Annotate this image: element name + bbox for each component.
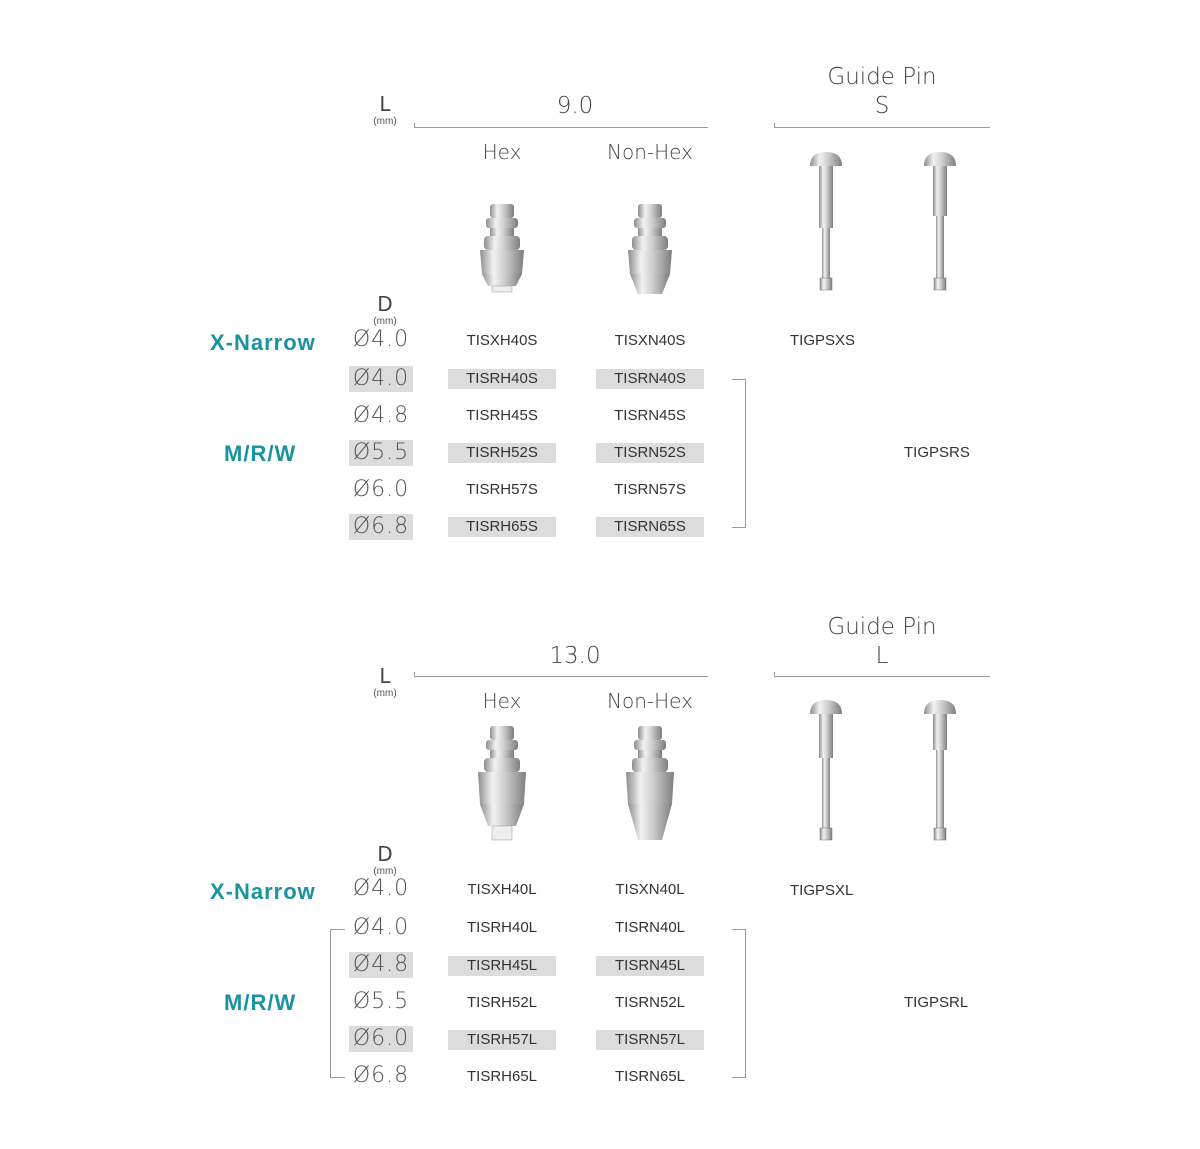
hex-code: TISRH52L (466, 994, 538, 1011)
nonhex-abutment-icon (626, 726, 674, 840)
category-x-narrow: X-Narrow (210, 330, 316, 355)
nonhex-code: TISRN57L (596, 1030, 704, 1050)
category-mrw: M/R/W (224, 441, 297, 466)
diameter-label: D (377, 292, 393, 316)
diameter-cell: Ø4.0 (349, 366, 413, 392)
rule-tick (774, 123, 775, 128)
nonhex-code: TISRN52L (614, 994, 686, 1011)
hex-code: TISRH65L (466, 1068, 538, 1085)
diameter-unit: (mm) (373, 866, 397, 877)
rule-tick (414, 672, 415, 677)
hex-code: TISRH40S (448, 369, 556, 389)
nonhex-code: TISXN40L (615, 881, 685, 898)
diameter-cell: Ø6.8 (352, 1063, 410, 1088)
hex-code: TISXH40L (467, 881, 537, 898)
group-bracket (732, 929, 746, 1078)
guide-pin-code: TIGPSRS (904, 444, 970, 461)
guide-pin-title: Guide Pin (827, 614, 937, 640)
guide-pin-icon (924, 700, 956, 841)
group-bracket (330, 929, 345, 1078)
hex-code: TISRH52S (448, 443, 556, 463)
nonhex-code: TISRN57S (614, 481, 686, 498)
diameter-cell: Ø6.0 (352, 477, 410, 502)
guide-pin-title: Guide Pin (827, 64, 937, 90)
nonhex-code: TISRN65L (614, 1068, 686, 1085)
diameter-cell: Ø4.0 (352, 327, 410, 352)
guide-pin-size: S (874, 93, 890, 119)
guide-pin-rule (774, 127, 990, 128)
hex-code: TISRH57L (448, 1030, 556, 1050)
nonhex-code: TISRN40L (614, 919, 686, 936)
nonhex-code: TISRN45L (596, 956, 704, 976)
length-rule (414, 127, 708, 128)
nonhex-code: TISRN52S (596, 443, 704, 463)
col-hex: Hex (482, 689, 522, 713)
diameter-cell: Ø5.5 (352, 989, 410, 1014)
hex-code: TISRH45S (466, 407, 538, 424)
length-value: 9.0 (556, 93, 594, 119)
length-label: L (379, 92, 391, 116)
guide-pin-code: TIGPSRL (904, 994, 969, 1011)
col-hex: Hex (482, 140, 522, 164)
guide-pin-rule (774, 676, 990, 677)
category-x-narrow: X-Narrow (210, 879, 316, 904)
guide-pin-icon (810, 152, 842, 291)
hex-abutment-icon (478, 726, 526, 841)
nonhex-code: TISXN40S (614, 332, 686, 349)
length-unit: (mm) (373, 688, 397, 699)
diameter-unit: (mm) (373, 316, 397, 327)
hex-code: TISRH45L (448, 956, 556, 976)
diameter-cell: Ø5.5 (349, 440, 413, 466)
hex-code: TISRH57S (466, 481, 538, 498)
diameter-cell: Ø4.8 (349, 952, 413, 978)
col-nonhex: Non-Hex (607, 689, 693, 713)
hex-code: TISRH65S (448, 517, 556, 537)
diameter-cell: Ø6.0 (349, 1026, 413, 1052)
nonhex-abutment-icon (628, 204, 672, 294)
guide-pin-size: L (875, 643, 889, 669)
diameter-cell: Ø6.8 (349, 514, 413, 540)
guide-pin-code: TIGPSXL (790, 882, 854, 899)
nonhex-code: TISRN65S (596, 517, 704, 537)
length-label: L (379, 664, 391, 688)
category-mrw: M/R/W (224, 990, 297, 1015)
col-nonhex: Non-Hex (607, 140, 693, 164)
hex-abutment-icon (480, 204, 524, 293)
guide-pin-icon (810, 700, 842, 841)
diameter-cell: Ø4.8 (352, 403, 410, 428)
rule-tick (774, 672, 775, 677)
guide-pin-icon (924, 152, 956, 291)
guide-pin-code: TIGPSXS (790, 332, 856, 349)
length-value: 13.0 (549, 643, 601, 669)
hex-code: TISRH40L (466, 919, 538, 936)
length-rule (414, 676, 708, 677)
length-unit: (mm) (373, 116, 397, 127)
rule-tick (414, 123, 415, 128)
diameter-cell: Ø4.0 (352, 915, 410, 940)
nonhex-code: TISRN40S (596, 369, 704, 389)
diameter-cell: Ø4.0 (352, 876, 410, 901)
diameter-label: D (377, 842, 393, 866)
hex-code: TISXH40S (466, 332, 538, 349)
group-bracket (732, 379, 746, 528)
nonhex-code: TISRN45S (614, 407, 686, 424)
